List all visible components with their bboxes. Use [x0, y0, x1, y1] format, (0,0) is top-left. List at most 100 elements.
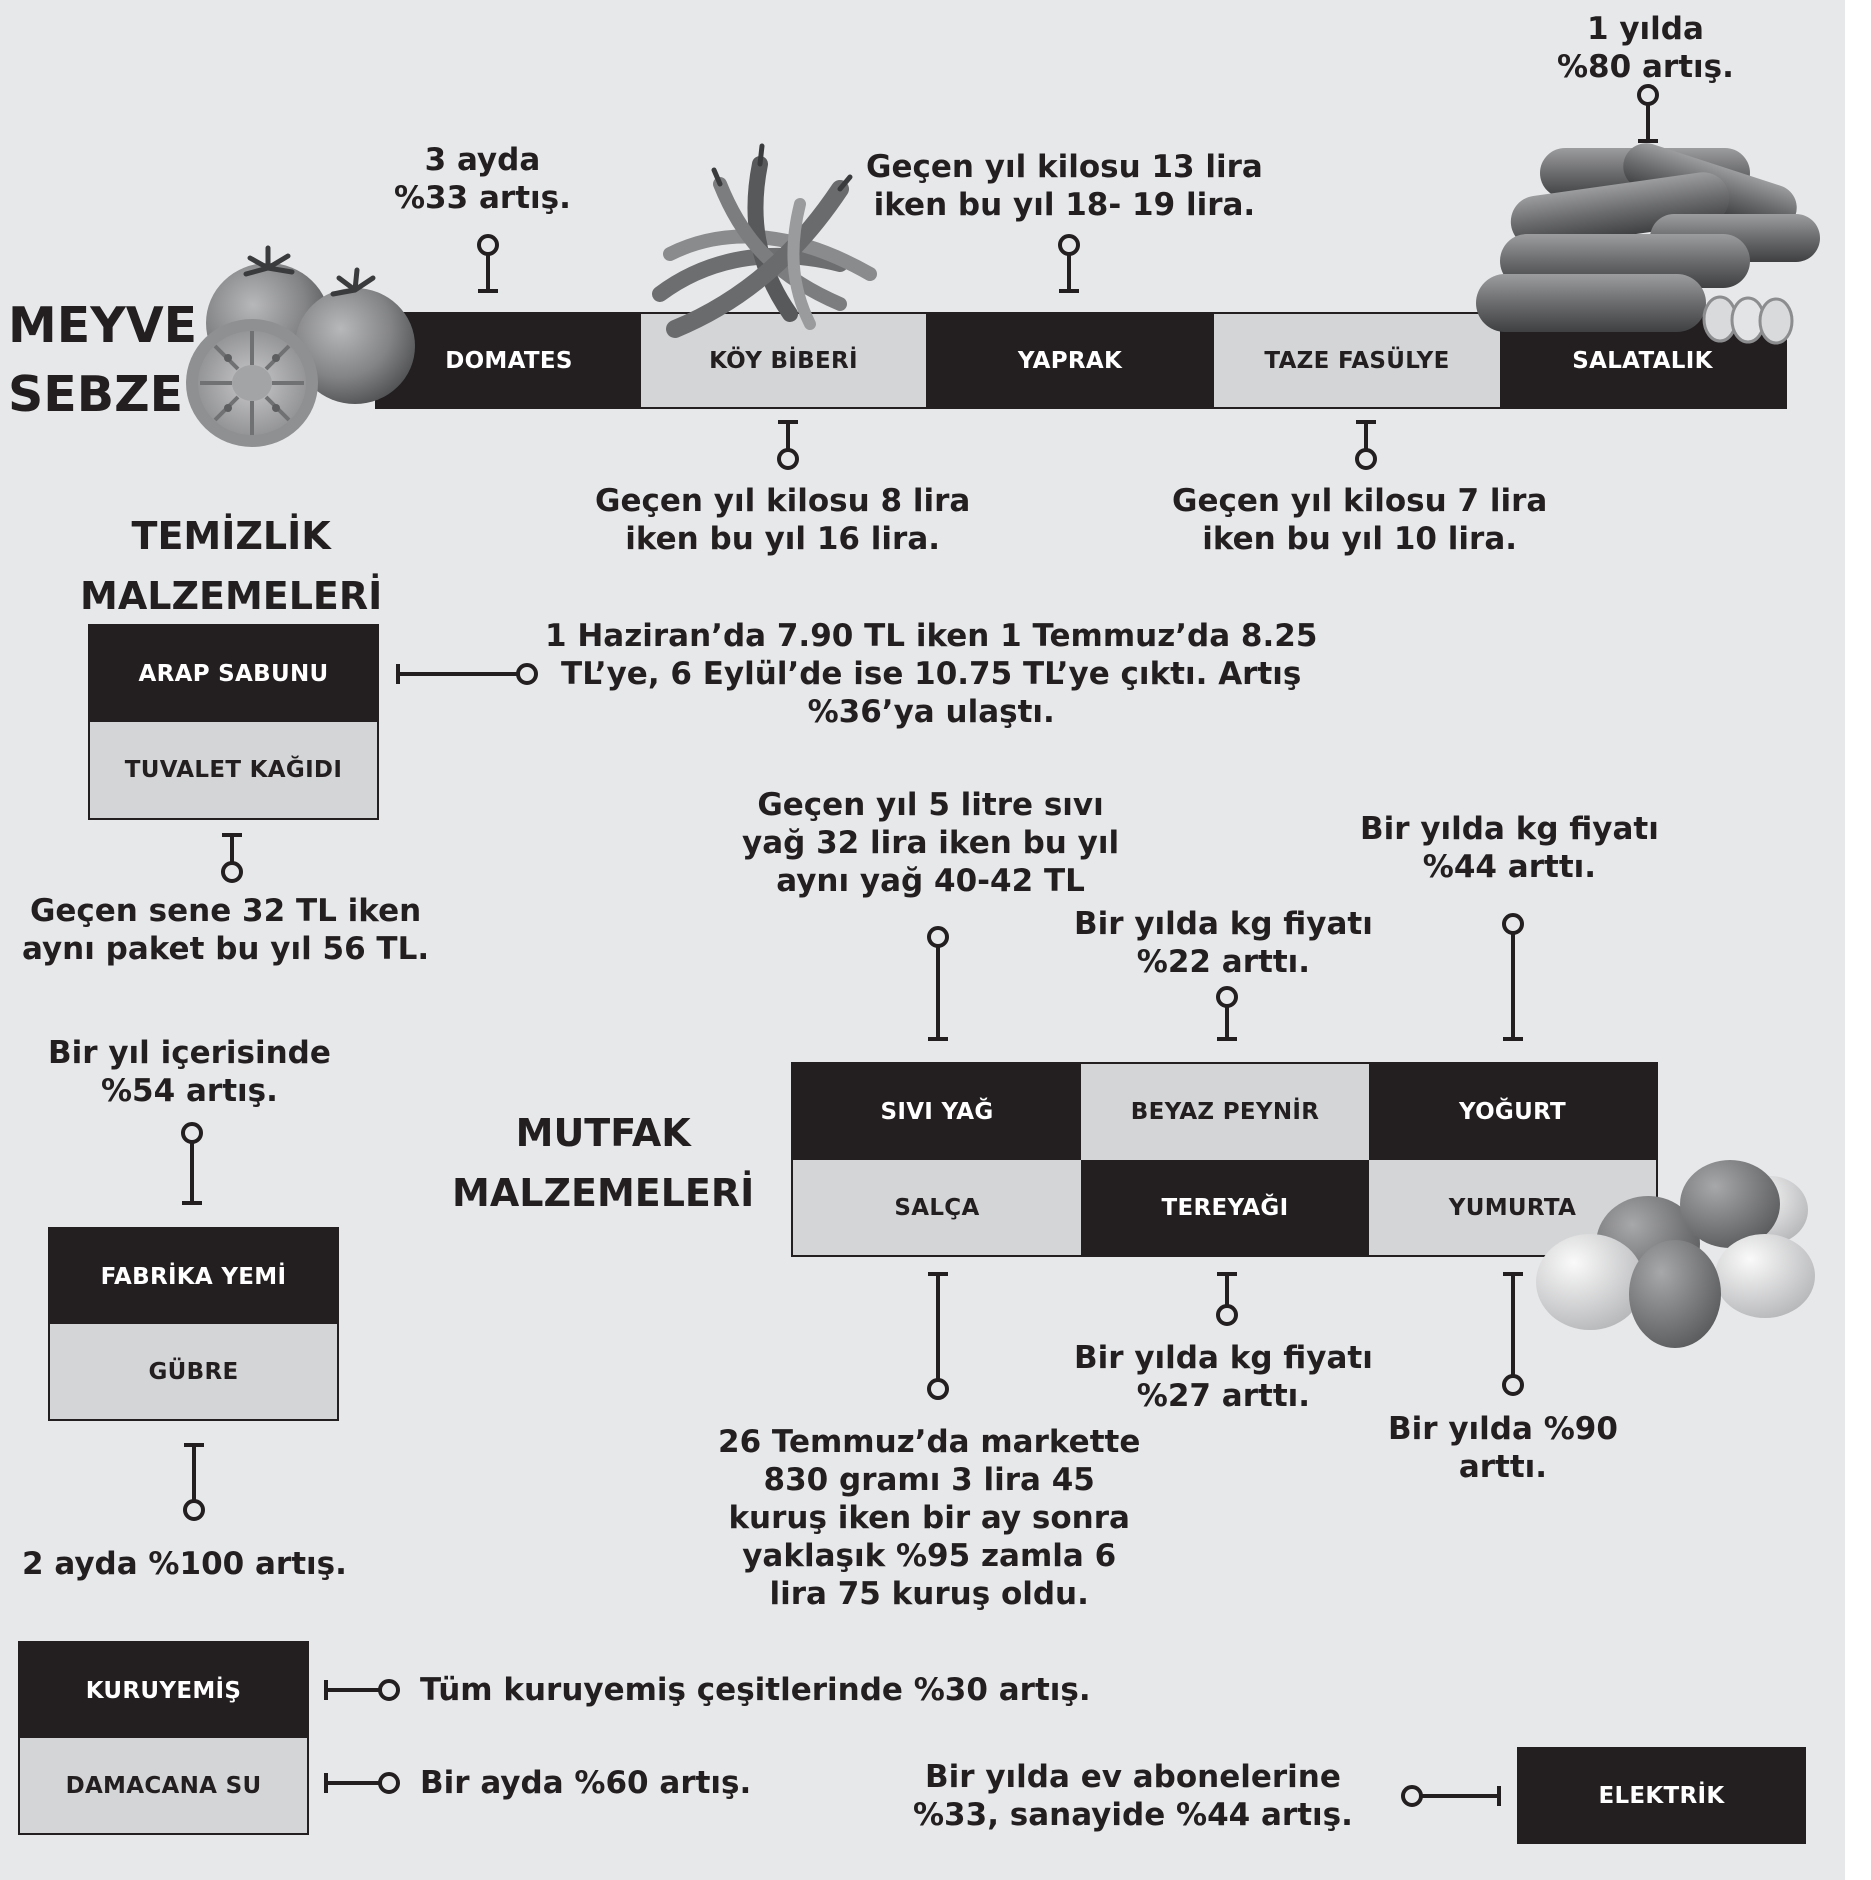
temizlik-box: [88, 624, 379, 820]
note-line: 3 ayda: [424, 142, 541, 178]
note-line: aynı paket bu yıl 56 TL.: [22, 931, 430, 967]
section-title-line-1: TEMİZLİK: [131, 514, 331, 558]
salatalik-connector: [1637, 84, 1659, 143]
tomato-icon: [186, 245, 415, 447]
item-sivi-yag: SIVI YAĞ: [793, 1064, 1081, 1160]
section-title-line-1: MUTFAK: [515, 1111, 691, 1155]
note-yaprak: Geçen yıl kilosu 13 lira iken bu yıl 18-…: [866, 148, 1263, 224]
note-kuruyemis: Tüm kuruyemiş çeşitlerinde %30 artış.: [420, 1671, 1091, 1709]
note-line: Bir yıl içerisinde: [48, 1035, 331, 1071]
gubre-connector: [183, 1443, 205, 1521]
note-line: %80 artış.: [1557, 49, 1734, 85]
note-line: 1 yılda: [1586, 11, 1704, 47]
item-domates: DOMATES: [377, 314, 641, 407]
item-damacana-su: DAMACANA SU: [20, 1738, 307, 1833]
note-line: %27 arttı.: [1136, 1378, 1311, 1414]
koy-biberi-connector: [777, 420, 799, 470]
note-domates: 3 ayda %33 artış.: [394, 141, 571, 217]
item-label: ELEKTRİK: [1598, 1782, 1725, 1809]
item-elektrik: ELEKTRİK: [1517, 1747, 1806, 1844]
item-label: TAZE FASÜLYE: [1264, 347, 1450, 374]
note-line: Bir yılda %90: [1388, 1411, 1618, 1447]
section-title-line-1: MEYVE: [8, 297, 198, 354]
note-line: lira 75 kuruş oldu.: [769, 1576, 1089, 1612]
pepper-icon: [652, 143, 877, 338]
note-line: iken bu yıl 16 lira.: [625, 521, 941, 557]
note-line: %33, sanayide %44 artış.: [913, 1797, 1353, 1833]
note-line: yaklaşık %95 zamla 6: [742, 1538, 1117, 1574]
item-beyaz-peynir: BEYAZ PEYNİR: [1081, 1064, 1369, 1160]
section-title-temizlik: TEMİZLİK MALZEMELERİ: [80, 506, 382, 626]
elektrik-connector: [1401, 1785, 1501, 1807]
item-yogurt: YOĞURT: [1369, 1064, 1656, 1160]
note-taze-fasulye: Geçen yıl kilosu 7 lira iken bu yıl 10 l…: [1172, 482, 1547, 558]
note-line: yağ 32 lira iken bu yıl: [742, 825, 1120, 861]
tuvalet-kagidi-connector: [221, 833, 243, 883]
note-yumurta: Bir yılda %90 arttı.: [1388, 1410, 1618, 1486]
item-arap-sabunu: ARAP SABUNU: [90, 626, 377, 722]
salca-connector: [927, 1272, 949, 1400]
item-taze-fasulye: TAZE FASÜLYE: [1214, 314, 1500, 407]
item-koy-biberi: KÖY BİBERİ: [641, 314, 926, 407]
fabrika-yemi-connector: [181, 1122, 203, 1205]
yogurt-connector: [1502, 913, 1524, 1041]
note-line: kuruş iken bir ay sonra: [728, 1500, 1130, 1536]
note-line: 2 ayda %100 artış.: [22, 1546, 347, 1582]
item-label: DAMACANA SU: [65, 1772, 262, 1799]
taze-fasulye-connector: [1355, 420, 1377, 470]
note-fabrika-yemi: Bir yıl içerisinde %54 artış.: [48, 1034, 331, 1110]
note-tereyagi: Bir yılda kg fiyatı %27 arttı.: [1074, 1339, 1373, 1415]
kuruyemis-box: [18, 1641, 309, 1835]
item-label: YAPRAK: [1017, 347, 1123, 374]
kuruyemis-connector: [324, 1679, 400, 1701]
note-line: Bir yılda kg fiyatı: [1074, 1340, 1373, 1376]
note-line: Geçen yıl kilosu 8 lira: [595, 483, 971, 519]
note-line: %33 artış.: [394, 180, 571, 216]
note-line: aynı yağ 40-42 TL: [776, 863, 1085, 899]
yumurta-connector: [1502, 1272, 1524, 1396]
damacana-su-connector: [324, 1772, 400, 1794]
note-line: Tüm kuruyemiş çeşitlerinde %30 artış.: [420, 1672, 1091, 1708]
note-line: Bir ayda %60 artış.: [420, 1765, 752, 1801]
note-line: TL’ye, 6 Eylül’de ise 10.75 TL’ye çıktı.…: [561, 656, 1302, 692]
item-kuruyemis: KURUYEMİŞ: [20, 1643, 307, 1738]
section-title-line-2: SEBZE: [8, 366, 184, 423]
note-line: Bir yılda ev abonelerine: [925, 1759, 1341, 1795]
item-label: BEYAZ PEYNİR: [1130, 1099, 1320, 1125]
item-label: TEREYAĞI: [1161, 1194, 1289, 1221]
item-label: YUMURTA: [1448, 1194, 1577, 1221]
section-title-line-2: MALZEMELERİ: [80, 574, 383, 618]
item-label: FABRİKA YEMİ: [100, 1263, 287, 1290]
domates-connector: [477, 234, 499, 293]
fabrika-box: [48, 1227, 339, 1421]
note-beyaz-peynir: Bir yılda kg fiyatı %22 arttı.: [1074, 905, 1373, 981]
cucumber-icon: [1476, 143, 1820, 345]
note-gubre: 2 ayda %100 artış.: [22, 1545, 347, 1583]
note-line: %54 artış.: [101, 1073, 278, 1109]
section-title-meyve-sebze: MEYVE SEBZE: [8, 291, 197, 429]
yaprak-connector: [1058, 234, 1080, 293]
item-label: KURUYEMİŞ: [85, 1677, 242, 1704]
item-label: YOĞURT: [1458, 1099, 1567, 1125]
tereyagi-connector: [1216, 1272, 1238, 1326]
item-fabrika-yemi: FABRİKA YEMİ: [50, 1229, 337, 1324]
item-label: ARAP SABUNU: [138, 661, 329, 687]
note-line: arttı.: [1458, 1449, 1548, 1485]
item-label: KÖY BİBERİ: [709, 347, 858, 374]
item-tereyagi: TEREYAĞI: [1081, 1160, 1369, 1255]
item-salca: SALÇA: [793, 1160, 1081, 1255]
note-line: Bir yılda kg fiyatı: [1074, 906, 1373, 942]
note-tuvalet-kagidi: Geçen sene 32 TL iken aynı paket bu yıl …: [22, 892, 429, 968]
item-tuvalet-kagidi: TUVALET KAĞIDI: [90, 722, 377, 818]
note-line: iken bu yıl 18- 19 lira.: [873, 187, 1256, 223]
note-line: Geçen yıl 5 litre sıvı: [757, 787, 1104, 823]
note-line: %44 arttı.: [1422, 849, 1597, 885]
note-line: Geçen sene 32 TL iken: [29, 893, 422, 929]
note-line: 1 Haziran’da 7.90 TL iken 1 Temmuz’da 8.…: [545, 618, 1318, 654]
item-label: DOMATES: [445, 347, 573, 374]
note-line: %36’ya ulaştı.: [807, 694, 1055, 730]
item-gubre: GÜBRE: [50, 1324, 337, 1419]
egg-icon: [1536, 1160, 1815, 1348]
note-sivi-yag: Geçen yıl 5 litre sıvı yağ 32 lira iken …: [742, 786, 1119, 900]
